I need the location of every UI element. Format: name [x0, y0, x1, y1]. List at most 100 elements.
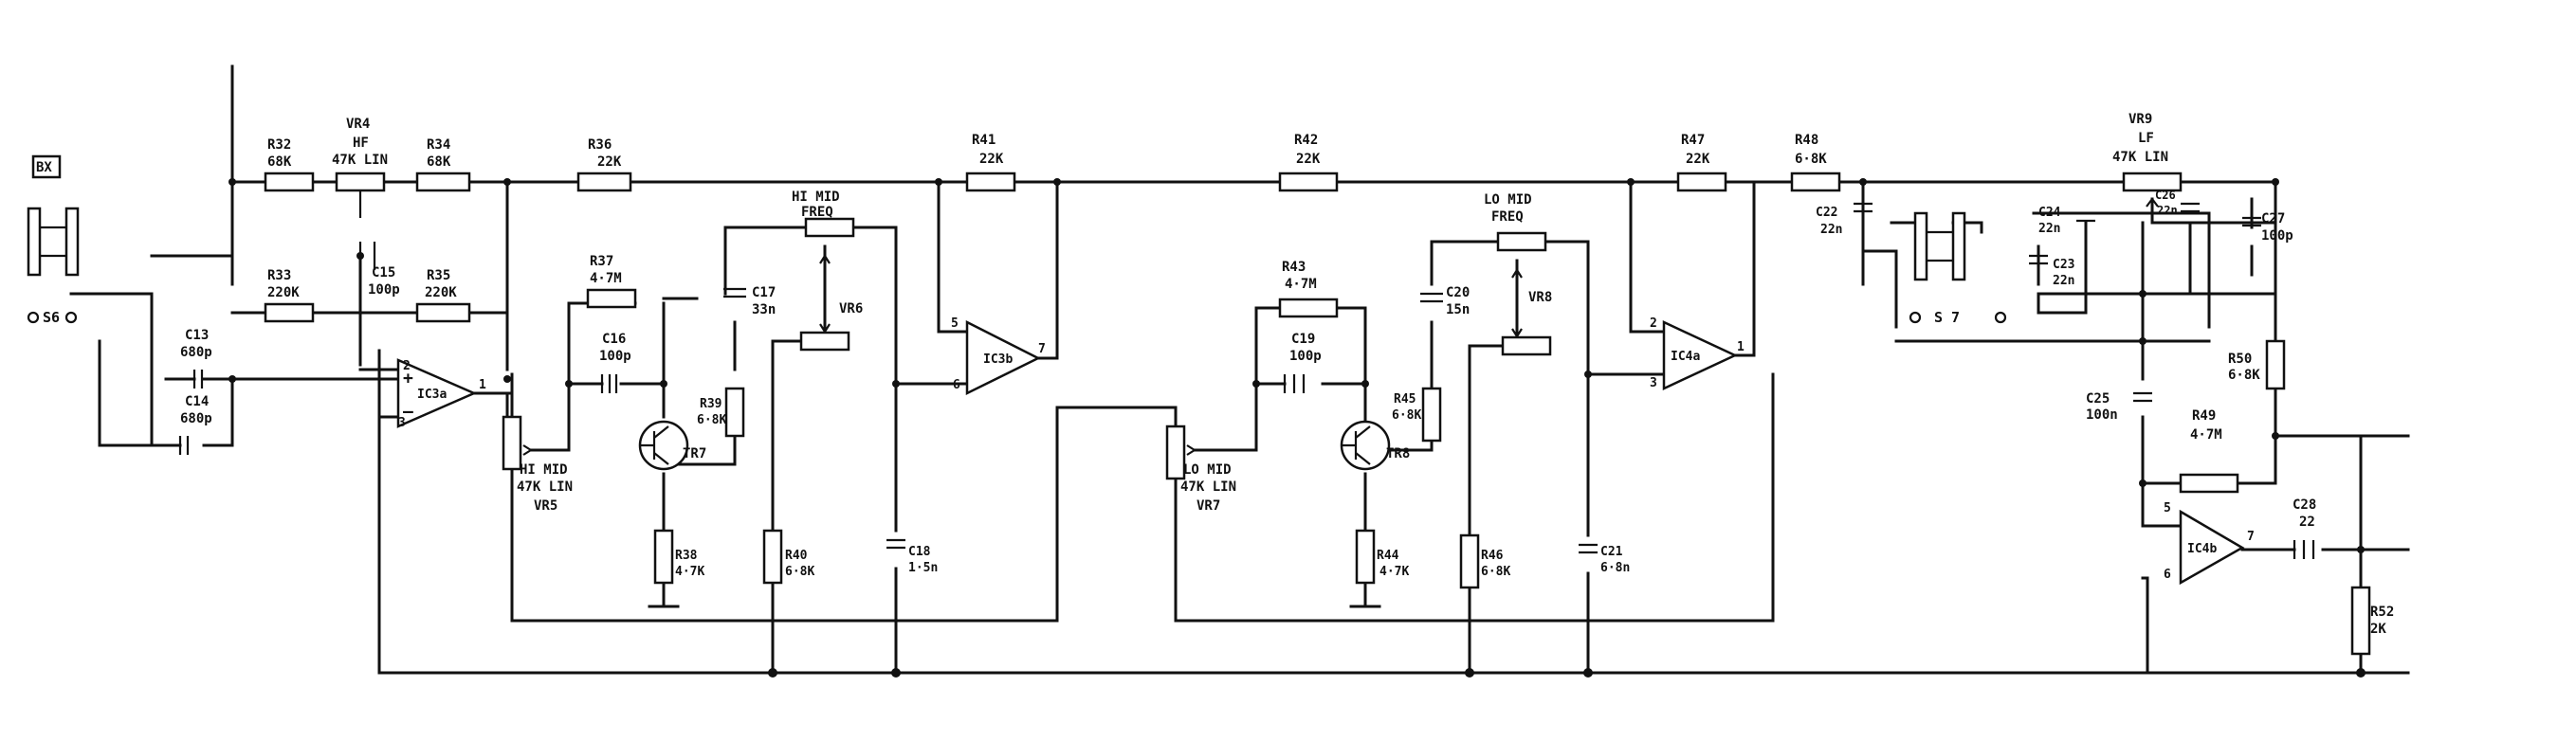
- r40-body: [762, 529, 783, 585]
- r52-body: [2350, 586, 2371, 656]
- label-hi-mid-freq-2: FREQ: [801, 205, 833, 220]
- r37-body: [586, 288, 637, 309]
- label-c22-value: 22n: [1820, 223, 1842, 237]
- label-r42-value: 22K: [1296, 152, 1321, 167]
- label-ic4b: IC4b: [2187, 542, 2217, 556]
- label-c17: C17: [752, 285, 776, 300]
- component-labels: BX S6 S 7 R32 68K VR4 HF 47K LIN R34 68K…: [36, 112, 2394, 637]
- capacitors: [178, 202, 2315, 559]
- label-vr7-function: LO MID: [1183, 462, 1232, 478]
- label-c17-value: 33n: [752, 302, 776, 317]
- label-r41-value: 22K: [979, 152, 1004, 167]
- label-ic3b: IC3b: [983, 352, 1013, 367]
- label-c13: C13: [185, 328, 209, 343]
- label-r47: R47: [1681, 133, 1705, 148]
- label-r37-value: 4·7M: [590, 271, 622, 286]
- ic4a-body: [1662, 320, 1738, 390]
- label-vr5-value: 47K LIN: [517, 479, 573, 495]
- label-tr8: TR8: [1386, 446, 1410, 461]
- transistors: [638, 420, 1391, 471]
- label-vr6: VR6: [839, 301, 863, 316]
- label-c18-value: 1·5n: [908, 561, 938, 575]
- op-amps: + –: [396, 319, 2245, 586]
- ic4b-body: [2179, 509, 2245, 586]
- bx-coil-right: [64, 207, 80, 277]
- label-c20: C20: [1446, 285, 1470, 300]
- label-r40-value: 6·8K: [785, 565, 814, 579]
- s7-coil-right: [1951, 211, 1966, 281]
- label-ic4a-pin2: 2: [1650, 316, 1657, 331]
- label-c16-value: 100p: [599, 349, 631, 364]
- label-c28: C28: [2293, 497, 2316, 513]
- r41-body: [965, 172, 1016, 192]
- label-r36: R36: [588, 137, 612, 153]
- label-r49: R49: [2192, 408, 2216, 424]
- label-r35-value: 220K: [425, 285, 457, 300]
- label-r43-value: 4·7M: [1285, 277, 1317, 292]
- label-vr9-value: 47K LIN: [2112, 150, 2168, 165]
- label-r34-value: 68K: [427, 154, 451, 170]
- label-c23-value: 22n: [2053, 274, 2074, 288]
- label-r42: R42: [1294, 133, 1318, 148]
- label-c18: C18: [908, 545, 931, 559]
- label-r50-value: 6·8K: [2228, 368, 2260, 383]
- label-r32-value: 68K: [267, 154, 292, 170]
- label-r33-value: 220K: [267, 285, 300, 300]
- ic3b-body: [965, 319, 1041, 396]
- label-r39: R39: [700, 397, 722, 411]
- label-r36-value: 22K: [597, 154, 622, 170]
- label-lo-mid-freq-1: LO MID: [1484, 192, 1532, 208]
- r49-body: [2179, 473, 2239, 494]
- svg-text:–: –: [403, 402, 413, 422]
- label-c15: C15: [372, 265, 395, 280]
- r36-body: [576, 172, 632, 192]
- r38-body: [653, 529, 674, 585]
- label-ic4a-pin1: 1: [1737, 340, 1745, 354]
- label-c15-value: 100p: [368, 282, 400, 298]
- r45-body: [1421, 387, 1442, 443]
- r34-body: [415, 172, 471, 192]
- r43-body: [1278, 298, 1339, 318]
- junction-dots: [228, 178, 2366, 678]
- label-r34: R34: [427, 137, 450, 153]
- label-bx: BX: [36, 160, 52, 175]
- label-r47-value: 22K: [1686, 152, 1710, 167]
- r46-body: [1459, 533, 1480, 589]
- label-ic4b-pin7: 7: [2247, 530, 2255, 544]
- label-c13-value: 680p: [180, 345, 212, 360]
- r42-body: [1278, 172, 1339, 192]
- label-ic3a-pin2: 2: [403, 359, 411, 373]
- bx-coil-left: [27, 207, 42, 277]
- label-ic3a-pin3: 3: [398, 416, 406, 430]
- label-c22: C22: [1816, 206, 1837, 220]
- label-r50: R50: [2228, 352, 2252, 367]
- label-r41: R41: [972, 133, 996, 148]
- label-r52: R52: [2370, 605, 2394, 620]
- label-r46: R46: [1481, 549, 1504, 563]
- vr8-body: [1501, 335, 1552, 356]
- svg-text:+: +: [403, 369, 413, 389]
- label-r44: R44: [1377, 549, 1399, 563]
- r48-body: [1790, 172, 1841, 192]
- hi-mid-freq-body: [804, 217, 855, 238]
- label-c26: C26: [2155, 189, 2176, 202]
- label-r38-value: 4·7K: [675, 565, 704, 579]
- bx-box: [31, 154, 62, 179]
- vr6-body: [799, 331, 850, 352]
- label-hi-mid-freq-1: HI MID: [792, 190, 840, 205]
- label-r33: R33: [267, 268, 291, 283]
- label-c21: C21: [1600, 545, 1623, 559]
- r39-body: [724, 387, 745, 438]
- label-c27-value: 100p: [2261, 228, 2293, 244]
- label-lo-mid-freq-2: FREQ: [1491, 209, 1524, 225]
- label-s7: S 7: [1934, 309, 1960, 326]
- label-r37: R37: [590, 254, 613, 269]
- r35-body: [415, 302, 471, 323]
- label-r32: R32: [267, 137, 291, 153]
- label-c14-value: 680p: [180, 411, 212, 426]
- label-ic3a-pin1: 1: [479, 378, 486, 392]
- label-ic3a: IC3a: [417, 388, 447, 402]
- label-c19: C19: [1291, 332, 1315, 347]
- label-vr4-value: 47K LIN: [332, 153, 388, 168]
